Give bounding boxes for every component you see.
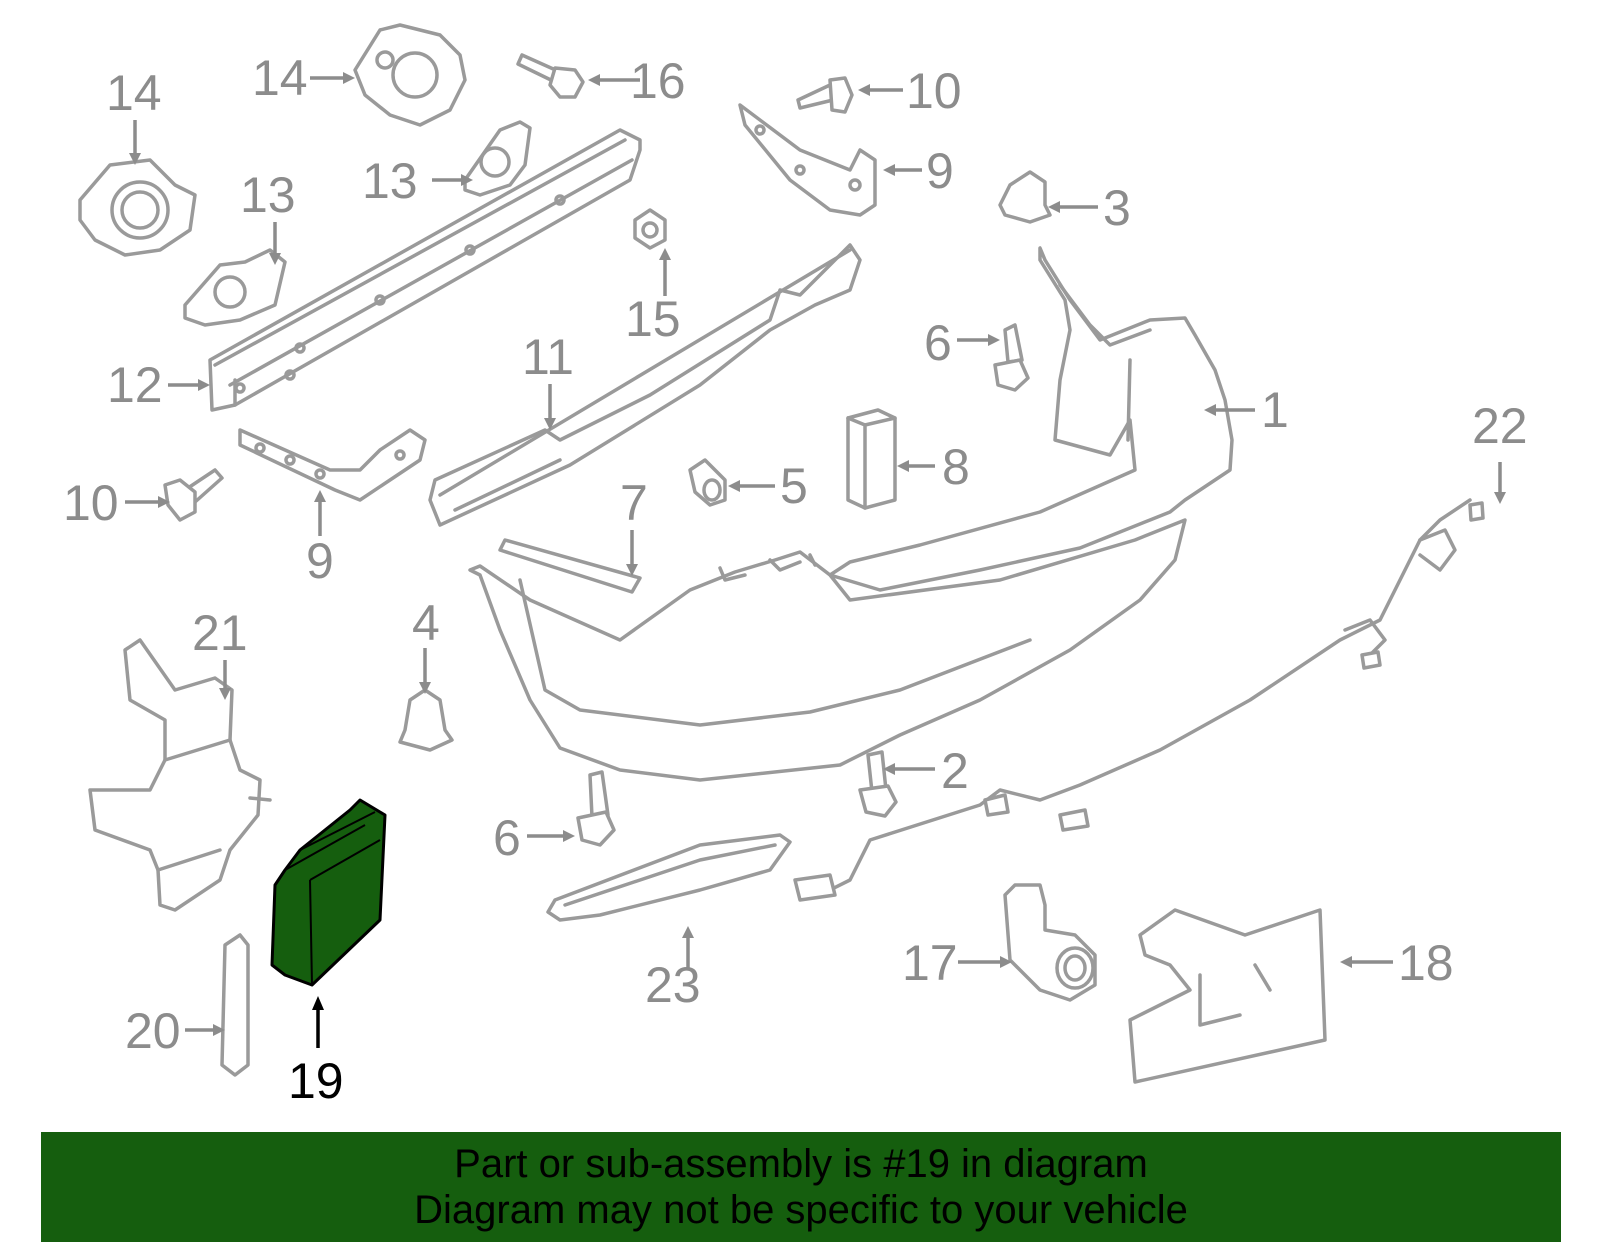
part-13-plate-upper xyxy=(463,120,532,197)
part-20-bracket xyxy=(220,933,250,1077)
part-19-module xyxy=(270,798,387,987)
part-11-absorber xyxy=(428,243,862,527)
part-7-strip xyxy=(498,538,642,594)
callout-10-left: 10 xyxy=(63,475,119,531)
part-14-housing-upper xyxy=(353,23,467,127)
callout-13-left: 13 xyxy=(240,167,296,223)
leader-arrows xyxy=(125,72,1506,1048)
banner-disclaimer: Diagram may not be specific to your vehi… xyxy=(414,1188,1188,1232)
callout-1: 1 xyxy=(1261,382,1289,438)
callout-3: 3 xyxy=(1103,180,1131,236)
callout-19: 19 xyxy=(288,1053,344,1109)
callout-6-upper: 6 xyxy=(924,315,952,371)
callout-14-left: 14 xyxy=(106,65,162,121)
callout-17: 17 xyxy=(902,935,958,991)
part-16-bolt xyxy=(516,53,585,99)
callout-5: 5 xyxy=(780,458,808,514)
callout-13-upper: 13 xyxy=(362,153,418,209)
part-22-harness xyxy=(793,498,1485,902)
callout-10-upper: 10 xyxy=(906,63,962,119)
callout-15: 15 xyxy=(625,291,681,347)
part-9-bracket-upper xyxy=(738,103,877,217)
callout-7: 7 xyxy=(620,475,648,531)
part-8-pad xyxy=(846,408,897,510)
callout-8: 8 xyxy=(942,439,970,495)
info-banner: Part or sub-assembly is #19 in diagram D… xyxy=(41,1132,1561,1242)
callout-11: 11 xyxy=(522,329,574,385)
callout-22: 22 xyxy=(1472,398,1528,454)
part-5-clip xyxy=(688,458,727,507)
part-21-bracket xyxy=(88,638,272,912)
part-10-screw-left xyxy=(163,468,224,522)
callout-12: 12 xyxy=(107,357,163,413)
callout-23: 23 xyxy=(645,957,701,1013)
part-10-screw-upper xyxy=(796,76,854,114)
part-2-bolt xyxy=(858,750,898,818)
part-17-sensor xyxy=(1003,883,1097,1002)
callout-9-lower: 9 xyxy=(306,533,334,589)
part-4-clip xyxy=(398,688,454,752)
callout-2: 2 xyxy=(941,743,969,799)
part-15-nut xyxy=(633,208,667,250)
banner-part-note: Part or sub-assembly is #19 in diagram xyxy=(454,1142,1148,1186)
part-13-plate-left xyxy=(183,248,287,327)
part-6-screw-upper xyxy=(993,323,1030,392)
callout-6-lower: 6 xyxy=(493,810,521,866)
part-3-clip xyxy=(998,170,1052,224)
callout-labels: 1 2 3 4 5 6 6 7 8 9 9 10 10 11 12 13 13 … xyxy=(63,50,1528,1109)
part-23-reflector xyxy=(546,833,792,922)
callout-14-upper: 14 xyxy=(252,50,308,106)
callout-20: 20 xyxy=(125,1003,181,1059)
callout-16: 16 xyxy=(630,53,686,109)
part-14-housing-left xyxy=(78,158,197,257)
callout-9-upper: 9 xyxy=(926,143,954,199)
callout-4: 4 xyxy=(412,595,440,651)
part-18-shield xyxy=(1128,908,1327,1084)
part-1-bumper-cover xyxy=(468,246,1234,782)
callout-21: 21 xyxy=(192,605,248,661)
callout-18: 18 xyxy=(1398,935,1454,991)
part-6-screw-lower xyxy=(576,770,616,847)
part-9-bracket-left xyxy=(238,428,427,502)
part-12-reinforcement xyxy=(208,128,642,412)
